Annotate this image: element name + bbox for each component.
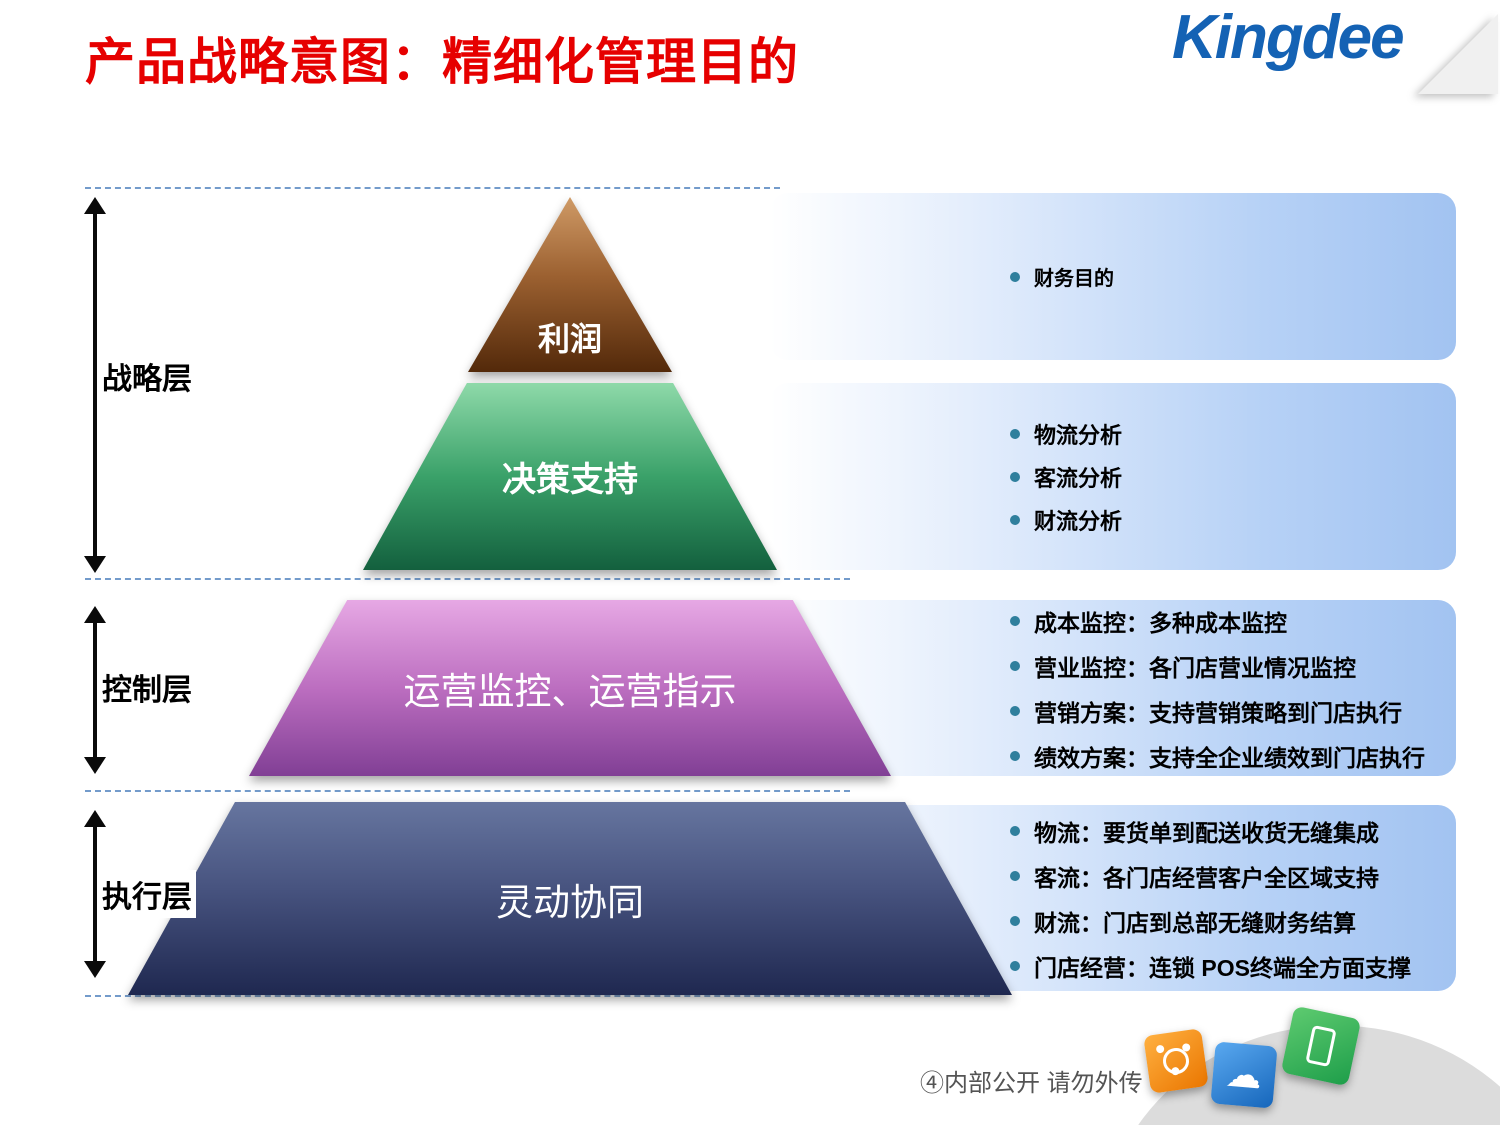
panel-operations-monitoring: 成本监控：多种成本监控 营业监控：各门店营业情况监控 营销方案：支持营销策略到门… [770, 600, 1456, 776]
green-cube-decoration [1280, 1005, 1362, 1087]
bullet-text: 门店经营：连锁 POS终端全方面支撑 [1034, 954, 1411, 981]
bullet-dot-icon [1010, 825, 1020, 836]
dashed-separator-3 [85, 790, 850, 792]
dashed-separator-2 [85, 578, 850, 580]
bullet-text: 物流：要货单到配送收货无缝集成 [1034, 819, 1379, 846]
pyramid-level-operations: 运营监控、运营指示 [249, 600, 891, 776]
list-item: 营销方案：支持营销策略到门店执行 [1010, 694, 1446, 728]
arrow-shaft [93, 210, 97, 560]
bullet-dot-icon [1010, 615, 1020, 626]
bullet-text: 营业监控：各门店营业情况监控 [1034, 654, 1356, 681]
pyramid-level-label: 灵动协同 [496, 882, 644, 924]
arrow-head-down-icon [84, 556, 106, 573]
bullet-dot-icon [1010, 514, 1020, 525]
bullet-text: 财流：门店到总部无缝财务结算 [1034, 909, 1356, 936]
layer-label-strategy: 战略层 [98, 352, 196, 400]
list-item: 财务目的 [1010, 262, 1446, 291]
bullet-dot-icon [1010, 660, 1020, 671]
panel-operations-list: 成本监控：多种成本监控 营业监控：各门店营业情况监控 营销方案：支持营销策略到门… [770, 600, 1456, 776]
list-item: 财流分析 [1010, 504, 1446, 536]
panel-profit-list: 财务目的 [770, 193, 1456, 360]
bullet-text: 绩效方案：支持全企业绩效到门店执行 [1034, 744, 1425, 771]
arrow-shaft [93, 823, 97, 965]
cloud-icon [1224, 1055, 1263, 1094]
kingdee-logo: Kingdee [1172, 3, 1405, 72]
list-item: 营业监控：各门店营业情况监控 [1010, 649, 1446, 683]
panel-decision-support: 物流分析 客流分析 财流分析 [770, 383, 1456, 570]
list-item: 财流：门店到总部无缝财务结算 [1010, 904, 1446, 938]
arrow-shaft [93, 619, 97, 761]
list-item: 物流分析 [1010, 418, 1446, 450]
arrow-head-up-icon [84, 810, 106, 827]
bullet-text: 客流：各门店经营客户全区域支持 [1034, 864, 1379, 891]
control-layer-arrow-icon [84, 606, 106, 774]
bullet-text: 财流分析 [1034, 508, 1123, 534]
bullet-dot-icon [1010, 960, 1020, 971]
bullet-dot-icon [1010, 271, 1020, 282]
arrow-head-down-icon [84, 961, 106, 978]
bullet-dot-icon [1010, 705, 1020, 716]
orange-cube-decoration [1143, 1028, 1209, 1094]
panel-profit: 财务目的 [770, 193, 1456, 360]
layer-label-control: 控制层 [98, 663, 196, 711]
list-item: 门店经营：连锁 POS终端全方面支撑 [1010, 949, 1446, 983]
pyramid-level-collaboration: 灵动协同 [128, 802, 1012, 995]
list-item: 客流分析 [1010, 461, 1446, 493]
panel-decision-list: 物流分析 客流分析 财流分析 [770, 383, 1456, 570]
arrow-head-up-icon [84, 197, 106, 214]
dashed-separator-1 [85, 187, 780, 189]
blue-cube-decoration [1210, 1041, 1278, 1109]
arrow-head-up-icon [84, 606, 106, 623]
page-curl-decoration [1418, 14, 1498, 94]
phone-icon [1305, 1024, 1337, 1068]
list-item: 成本监控：多种成本监控 [1010, 604, 1446, 638]
pyramid-triangle: 利润 [468, 197, 672, 372]
pyramid-level-label: 利润 [537, 321, 602, 357]
bullet-text: 财务目的 [1034, 268, 1114, 290]
bullet-dot-icon [1010, 428, 1020, 439]
network-icon [1161, 1046, 1191, 1076]
bullet-dot-icon [1010, 471, 1020, 482]
pyramid-level-profit: 利润 [468, 197, 672, 372]
execution-layer-arrow-icon [84, 810, 106, 978]
bullet-text: 成本监控：多种成本监控 [1034, 609, 1287, 636]
pyramid-trapezoid: 运营监控、运营指示 [249, 600, 891, 776]
pyramid-level-decision-support: 决策支持 [363, 383, 777, 570]
pyramid-trapezoid: 决策支持 [363, 383, 777, 570]
footer-confidential-note: ④内部公开 请勿外传 [920, 1070, 1143, 1097]
panel-collaboration-list: 物流：要货单到配送收货无缝集成 客流：各门店经营客户全区域支持 财流：门店到总部… [770, 805, 1456, 991]
bullet-text: 物流分析 [1034, 422, 1123, 448]
list-item: 客流：各门店经营客户全区域支持 [1010, 859, 1446, 893]
list-item: 绩效方案：支持全企业绩效到门店执行 [1010, 739, 1446, 773]
bullet-dot-icon [1010, 870, 1020, 881]
arrow-head-down-icon [84, 757, 106, 774]
bullet-dot-icon [1010, 750, 1020, 761]
page-title: 产品战略意图：精细化管理目的 [85, 34, 799, 90]
dashed-separator-4 [85, 995, 990, 997]
layer-label-execution: 执行层 [98, 870, 196, 918]
strategy-layer-arrow-icon [84, 197, 106, 573]
list-item: 物流：要货单到配送收货无缝集成 [1010, 814, 1446, 848]
pyramid-trapezoid: 灵动协同 [128, 802, 1012, 995]
bullet-text: 客流分析 [1034, 465, 1123, 491]
bullet-text: 营销方案：支持营销策略到门店执行 [1034, 699, 1402, 726]
bullet-dot-icon [1010, 915, 1020, 926]
pyramid-level-label: 决策支持 [502, 461, 638, 499]
pyramid-level-label: 运营监控、运营指示 [403, 672, 737, 713]
